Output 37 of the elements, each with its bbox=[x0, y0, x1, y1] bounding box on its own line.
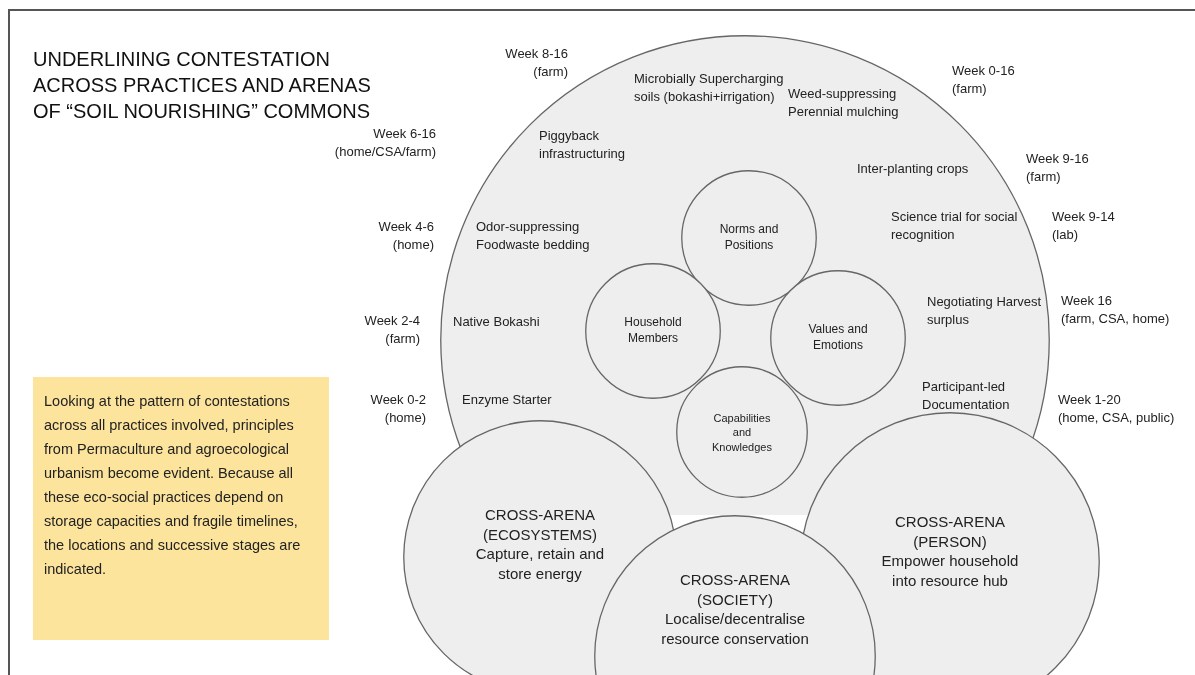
practice-label: Microbially Supercharging soils (bokashi+irrigation) bbox=[634, 70, 784, 106]
week-label: Week 6-16 (home/CSA/farm) bbox=[334, 125, 436, 161]
week-label: Week 9-16 (farm) bbox=[1026, 150, 1089, 186]
inner-circle bbox=[770, 270, 906, 406]
inner-circle bbox=[585, 263, 721, 399]
circle-label: Household Members bbox=[623, 315, 683, 347]
week-label: Week 0-2 (home) bbox=[370, 391, 426, 427]
note-card bbox=[33, 377, 329, 640]
arena-heading: CROSS-ARENA (PERSON) bbox=[894, 512, 1006, 551]
note-text: Looking at the pattern of contestations across all practices involved, principles from Permaculture and agroecological urbanism become evident. Because all these eco-social practices depend on storage capacities and fragile timelines, the locations and successive stages are indicated. bbox=[44, 392, 302, 579]
arena-description: Capture, retain and store energy bbox=[474, 544, 606, 583]
week-label: Week 16 (farm, CSA, home) bbox=[1061, 292, 1170, 328]
week-label: Week 9-14 (lab) bbox=[1052, 208, 1115, 244]
arena-description: Localise/decentralise resource conservation bbox=[660, 609, 810, 648]
inner-circle bbox=[676, 366, 808, 498]
circle-label: Capabilities and Knowledges bbox=[711, 410, 773, 454]
practice-label: Science trial for social recognition bbox=[891, 208, 1019, 244]
circle-label: Values and Emotions bbox=[807, 322, 869, 354]
week-label: Week 4-6 (home) bbox=[378, 218, 434, 254]
week-label: Week 1-20 (home, CSA, public) bbox=[1058, 391, 1175, 427]
practice-label: Odor-suppressing Foodwaste bedding bbox=[476, 218, 591, 254]
practice-label: Native Bokashi bbox=[453, 313, 541, 331]
practice-label: Enzyme Starter bbox=[462, 391, 553, 409]
practice-label: Inter-planting crops bbox=[857, 160, 970, 178]
arena-heading: CROSS-ARENA (SOCIETY) bbox=[679, 570, 791, 609]
circle-label: Norms and Positions bbox=[718, 222, 780, 254]
arena-heading: CROSS-ARENA (ECOSYSTEMS) bbox=[481, 505, 599, 544]
week-label: Week 8-16 (farm) bbox=[505, 45, 568, 81]
arena-description: Empower household into resource hub bbox=[880, 551, 1020, 590]
practice-label: Negotiating Harvest surplus bbox=[927, 293, 1043, 329]
week-label: Week 2-4 (farm) bbox=[364, 312, 420, 348]
week-label: Week 0-16 (farm) bbox=[952, 62, 1015, 98]
practice-label: Participant-led Documentation bbox=[922, 378, 1011, 414]
practice-label: Piggyback infrastructuring bbox=[539, 127, 626, 163]
practice-label: Weed-suppressing Perennial mulching bbox=[788, 85, 900, 121]
inner-circle bbox=[681, 170, 817, 306]
title: UNDERLINING CONTESTATION ACROSS PRACTICES AND ARENAS OF “SOIL NOURISHING” COMMONS bbox=[33, 47, 372, 124]
